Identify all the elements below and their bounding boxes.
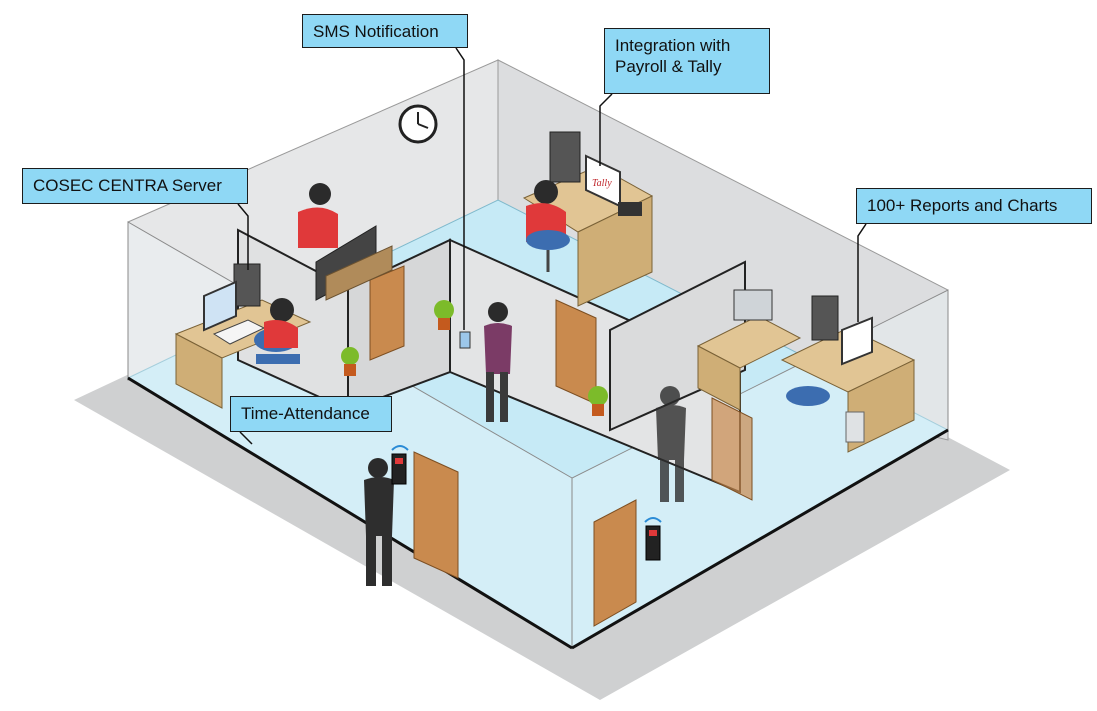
tally-screen-text: Tally bbox=[592, 178, 612, 189]
callout-pointers bbox=[237, 47, 867, 445]
reports-workstation bbox=[696, 289, 916, 453]
callout-server-label: COSEC CENTRA Server bbox=[33, 176, 222, 195]
person-with-tablet bbox=[459, 302, 512, 422]
door-3 bbox=[413, 451, 459, 579]
door-4 bbox=[593, 499, 637, 627]
server-workstation bbox=[174, 263, 312, 409]
reception-desk bbox=[298, 183, 393, 301]
attendance-person-right bbox=[656, 386, 686, 502]
callout-integration-line2: Payroll & Tally bbox=[615, 57, 722, 76]
door-2 bbox=[555, 299, 597, 405]
callout-reports: 100+ Reports and Charts bbox=[856, 188, 1092, 224]
payroll-workstation: Tally bbox=[522, 131, 654, 307]
callout-sms-label: SMS Notification bbox=[313, 22, 439, 41]
callout-sms-notification: SMS Notification bbox=[302, 14, 468, 48]
partition-4 bbox=[609, 260, 746, 432]
door-5 bbox=[711, 397, 753, 501]
callout-time-attendance: Time-Attendance bbox=[230, 396, 392, 432]
clock-icon bbox=[398, 104, 438, 144]
attendance-person-front bbox=[364, 453, 407, 586]
callout-reports-label: 100+ Reports and Charts bbox=[867, 196, 1058, 215]
callout-integration-line1: Integration with bbox=[615, 36, 731, 55]
callout-time-label: Time-Attendance bbox=[241, 404, 370, 423]
floor-edge-left bbox=[127, 376, 573, 650]
door-1 bbox=[369, 265, 405, 361]
callout-server: COSEC CENTRA Server bbox=[22, 168, 248, 204]
plant-icon bbox=[341, 300, 608, 416]
attendance-device-icon bbox=[391, 445, 662, 561]
callout-integration: Integration with Payroll & Tally bbox=[604, 28, 770, 94]
floor-edge-right bbox=[571, 428, 949, 650]
